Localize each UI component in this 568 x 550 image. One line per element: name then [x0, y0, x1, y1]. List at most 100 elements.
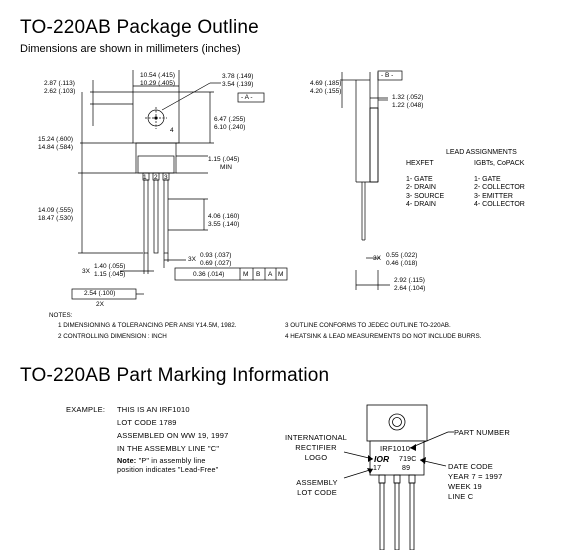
- tolerance-value: 0.36 (.014): [193, 271, 225, 278]
- dim-hole-min: 3.54 (.139): [222, 81, 254, 88]
- dim-hole: 3.78 (.149) 3.54 (.139): [222, 73, 253, 89]
- outline-title: TO-220AB Package Outline: [20, 17, 259, 38]
- note-bold: Note:: [117, 456, 137, 465]
- side-dim-height-max: 4.69 (.185): [310, 80, 342, 87]
- dim-body-max: 15.24 (.600): [38, 136, 74, 143]
- dim-pitch: 0.93 (.037) 0.69 (.027): [200, 252, 231, 268]
- dim-lead-spacing-min: 3.55 (.140): [208, 221, 240, 228]
- package-logo: IOR: [374, 454, 390, 464]
- dim-tab-height-max: 6.47 (.255): [214, 116, 246, 123]
- dim-width: 10.54 (.415) 10.29 (.405): [140, 72, 175, 88]
- lead-assignments-col1: HEXFET 1- GATE 2- DRAIN 3- SOURCE 4- DRA…: [406, 160, 444, 210]
- example-lines: THIS IS AN IRF1010 LOT CODE 1789 ASSEMBL…: [117, 405, 229, 454]
- note-item: 4 HEATSINK & LEAD MEASUREMENTS DO NOT IN…: [285, 333, 482, 340]
- tolerance-modifier-1: M: [243, 271, 249, 278]
- lead-assignments-col2: IGBTs, CoPACK 1- GATE 2- COLLECTOR 3- EM…: [474, 160, 525, 210]
- lead-col2-item: 2- COLLECTOR: [474, 184, 525, 191]
- side-dim-lead-thickness: 0.55 (.022) 0.46 (.018): [386, 252, 417, 268]
- dim-span-2x: 2X: [96, 301, 104, 308]
- date-code-line: LINE C: [448, 492, 474, 501]
- dim-lead-spacing: 4.06 (.160) 3.55 (.140): [208, 213, 239, 229]
- dim-lead-width-max: 1.40 (.055): [94, 263, 126, 270]
- datum-b-label: - B -: [381, 72, 394, 79]
- dim-tab-min: 2.62 (.103): [44, 88, 76, 95]
- note-item: 3 OUTLINE CONFORMS TO JEDEC OUTLINE TO-2…: [285, 322, 451, 329]
- side-dim-lead-thickness-min: 0.46 (.018): [386, 260, 418, 267]
- dim-hole-max: 3.78 (.149): [222, 73, 254, 80]
- dim-pitch-min: 0.69 (.027): [200, 260, 232, 267]
- pin-1-label: 1: [143, 174, 147, 181]
- asm-line2: LOT CODE: [297, 488, 337, 497]
- note-text: "P" in assembly line: [138, 456, 206, 465]
- lead-col2-header: IGBTs, CoPACK: [474, 160, 525, 167]
- package-part-number: IRF1010: [380, 444, 411, 453]
- note-item: 2 CONTROLLING DIMENSION : INCH: [58, 333, 167, 340]
- lead-col1-header: HEXFET: [406, 160, 434, 167]
- tolerance-modifier-2: M: [278, 271, 284, 278]
- dim-tab-height-min: 6.10 (.240): [214, 124, 246, 131]
- tolerance-datum-a: A: [268, 271, 273, 278]
- example-line: THIS IS AN IRF1010: [117, 405, 190, 414]
- note-line2: position indicates "Lead-Free": [117, 465, 219, 474]
- lead-col1-item: 2- DRAIN: [406, 184, 436, 191]
- dim-width-max: 10.54 (.415): [140, 72, 176, 79]
- dim-tab-max: 2.87 (.113): [44, 80, 75, 87]
- notes-label: NOTES:: [49, 312, 73, 319]
- note-item: 1 DIMENSIONING & TOLERANCING PER ANSI Y1…: [58, 322, 237, 329]
- pin-2-label: 2: [154, 174, 158, 181]
- dim-body: 15.24 (.600) 14.84 (.584): [38, 136, 73, 152]
- lead-col1-item: 1- GATE: [406, 175, 433, 183]
- pin-3-label: 3: [164, 174, 168, 181]
- example-line: IN THE ASSEMBLY LINE "C": [117, 444, 220, 453]
- marking-title: TO-220AB Part Marking Information: [20, 365, 330, 386]
- lead-col2-item: 4- COLLECTOR: [474, 201, 525, 208]
- dim-tab: 2.87 (.113) 2.62 (.103): [44, 80, 75, 96]
- date-code-title: DATE CODE: [448, 462, 493, 471]
- dim-min: 1.15 (.045) MIN: [208, 156, 239, 172]
- dim-lead-length-min: 18.47 (.530): [38, 215, 74, 222]
- side-dim-thickness-max: 1.32 (.052): [392, 94, 424, 101]
- dim-pitch-3x: 3X: [188, 256, 196, 263]
- side-dim-height-min: 4.20 (.155): [310, 88, 342, 95]
- lead-col1-item: 4- DRAIN: [406, 201, 436, 208]
- dim-lead-length: 14.09 (.555) 18.47 (.530): [38, 207, 73, 223]
- dim-lead-spacing-max: 4.06 (.160): [208, 213, 240, 220]
- outline-drawing: [71, 70, 403, 300]
- dim-span: 2.54 (.100): [84, 290, 116, 297]
- intl-line1: INTERNATIONAL: [284, 433, 348, 442]
- dim-width-min: 10.29 (.405): [140, 80, 176, 87]
- dim-lead-width-min: 1.15 (.045): [94, 271, 126, 278]
- outline-subtitle: Dimensions are shown in millimeters (inc…: [20, 43, 241, 55]
- side-dim-thickness-min: 1.22 (.048): [392, 102, 424, 109]
- side-dim-lead-thickness-max: 0.55 (.022): [386, 252, 418, 259]
- example-label: EXAMPLE:: [66, 405, 106, 414]
- package-date-code: 719C: [399, 456, 417, 463]
- tolerance-datum-b: B: [256, 271, 261, 278]
- part-number-label: PART NUMBER: [454, 428, 510, 437]
- package-lot-a: 17: [373, 465, 382, 472]
- dim-lead-width-3x: 3X: [82, 268, 90, 275]
- lead-col2-item: 3- EMITTER: [474, 192, 513, 200]
- dim-lead-length-max: 14.09 (.555): [38, 207, 74, 214]
- dim-tab-height: 6.47 (.255) 6.10 (.240): [214, 116, 245, 132]
- side-dim-base: 2.92 (.115) 2.64 (.104): [394, 277, 425, 293]
- example-line: ASSEMBLED ON WW 19, 1997: [117, 431, 229, 440]
- side-dim-3x: 3X: [373, 255, 381, 262]
- lead-col1-item: 3- SOURCE: [406, 192, 445, 200]
- date-code-label: DATE CODE YEAR 7 = 1997 WEEK 19 LINE C: [448, 462, 503, 502]
- package-lot-b: 89: [402, 465, 411, 472]
- side-dim-base-min: 2.64 (.104): [394, 285, 426, 292]
- intl-rectifier-label: INTERNATIONAL RECTIFIER LOGO: [284, 433, 348, 463]
- intl-line3: LOGO: [304, 453, 328, 462]
- tab-number: 4: [170, 127, 174, 134]
- intl-line2: RECTIFIER: [295, 443, 337, 452]
- dim-body-min: 14.84 (.584): [38, 144, 74, 151]
- dim-min-value: 1.15 (.045): [208, 156, 240, 163]
- dim-min-label: MIN: [220, 164, 232, 171]
- dim-pitch-max: 0.93 (.037): [200, 252, 232, 259]
- lead-assignments-title: LEAD ASSIGNMENTS: [446, 149, 517, 156]
- example-line: LOT CODE 1789: [117, 418, 177, 427]
- date-code-year: YEAR 7 = 1997: [448, 472, 503, 481]
- side-dim-base-max: 2.92 (.115): [394, 277, 425, 284]
